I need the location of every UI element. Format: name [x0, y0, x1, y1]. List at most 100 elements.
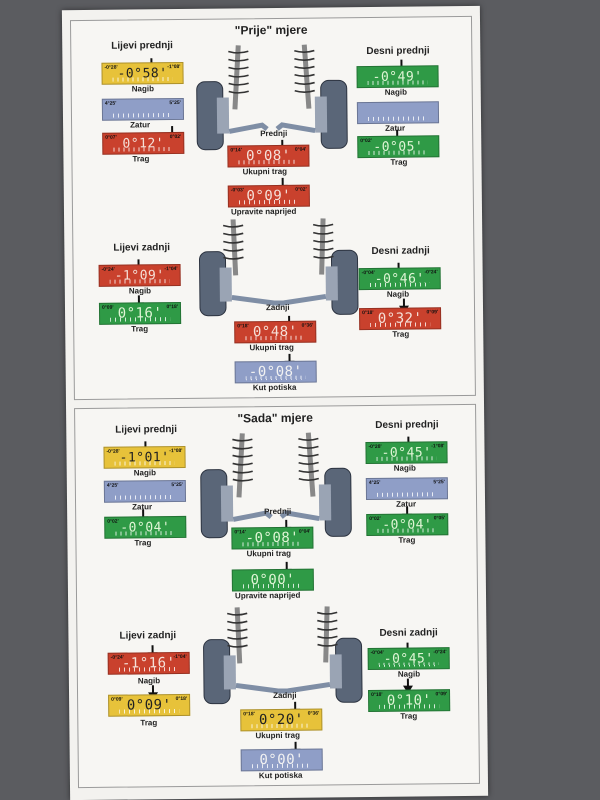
gauge-ticks — [112, 77, 173, 82]
front-left-label: Lijevi prednji — [111, 40, 173, 52]
gauge-ticks — [114, 495, 176, 500]
right-wheel-icon — [329, 637, 363, 703]
after-measurements-panel: "Sada" mjere Lijevi prednji — [74, 403, 480, 789]
front-right-camber-gauge: -0°28' -1°08' -0°45' — [365, 441, 448, 465]
camber-label: Nagib — [131, 84, 154, 94]
camber-label: Nagib — [393, 463, 416, 473]
gauge-ticks — [368, 150, 429, 156]
rear-left-toe-gauge: 0°09' 0°18' 0°09' — [108, 693, 191, 717]
left-control-arm-icon — [232, 510, 273, 522]
range-max: 5°25' — [171, 481, 183, 489]
gauge-ticks — [112, 113, 174, 118]
left-coil-spring-icon — [226, 607, 248, 664]
gauge-ticks — [368, 116, 429, 122]
rear-left-camber-gauge: -0°24' -1°04' -1°09' — [98, 263, 181, 287]
toe-label: Trag — [398, 535, 416, 545]
right-wheel-icon — [325, 249, 359, 315]
gauge-ticks — [238, 199, 299, 205]
total-toe-label: Ukupni trag — [246, 548, 292, 559]
left-coil-spring-icon — [232, 433, 254, 498]
camber-label: Nagib — [137, 676, 161, 686]
camber-label: Nagib — [128, 286, 152, 296]
front-right-toe-gauge: 0°02' 0°05' -0°04' — [366, 513, 449, 537]
front-left-camber-gauge: -0°28' -1°08' -0°58' — [101, 61, 184, 85]
toe-label: Trag — [140, 718, 158, 728]
gauge-value — [358, 105, 438, 106]
front-left-caster-gauge: 4°25' 5°25' — [103, 479, 187, 503]
front-total-toe-gauge: 0°14' 0°04' -0°08' — [231, 526, 314, 550]
gauge-ticks — [378, 662, 439, 667]
front-right-caster-gauge — [356, 101, 440, 125]
steer-ahead-gauge: -0°03' 0°02' 0°09' — [227, 184, 310, 208]
left-coil-spring-icon — [228, 45, 249, 110]
gauge-ticks — [370, 322, 431, 327]
toe-label: Trag — [392, 329, 410, 339]
thrust-angle-gauge: -0°08' — [234, 360, 317, 384]
steer-ahead-gauge: 0°00' — [231, 568, 314, 592]
front-left-toe-gauge: 0°07' 0°02' 0°12' — [102, 131, 185, 155]
rear-right-camber-gauge: -0°04' -0°24' -0°46' — [358, 267, 441, 291]
front-total-toe-gauge: 0°14' 0°04' 0°08' — [227, 144, 310, 168]
before-measurements-panel: "Prije" mjere Lijevi prednji — [69, 15, 476, 401]
rear-left-camber-gauge: -0°24' -1°04' -1°16' — [107, 651, 190, 675]
rear-left-toe-gauge: 0°09' 0°18' 0°16' — [98, 301, 182, 325]
rear-total-toe-gauge: 0°18' 0°36' 0°20' — [240, 708, 323, 732]
rear-axle-label: Zadnji — [265, 302, 290, 313]
gauge-ticks — [119, 709, 180, 714]
rear-right-camber-gauge: -0°04' -0°24' -0°45' — [367, 647, 450, 671]
rear-axle-label: Zadnji — [273, 690, 297, 701]
gauge-ticks — [113, 147, 174, 152]
camber-label: Nagib — [384, 87, 408, 97]
front-left-label: Lijevi prednji — [115, 424, 178, 436]
rear-total-toe-gauge: 0°18' 0°36' 0°48' — [234, 320, 317, 344]
range-max: 5°25' — [169, 99, 181, 107]
gauge-ticks — [379, 704, 440, 709]
right-wheel-icon — [318, 467, 352, 537]
total-toe-label: Ukupni trag — [255, 730, 300, 741]
front-left-toe-gauge: 0°02' -0°04' — [104, 515, 187, 539]
gauge-ticks — [109, 279, 170, 284]
gauge-ticks — [118, 667, 179, 672]
gauge-ticks — [242, 541, 303, 547]
caster-label: Zatur — [385, 123, 406, 133]
toe-label: Trag — [131, 324, 149, 334]
camber-label: Nagib — [386, 289, 410, 299]
thrust-label: Kut potiska — [252, 382, 297, 393]
front-axle-label: Prednji — [264, 506, 292, 517]
rear-left-label: Lijevi zadnji — [113, 242, 171, 254]
left-coil-spring-icon — [222, 219, 244, 276]
alignment-printout: "Prije" mjere Lijevi prednji — [61, 5, 489, 800]
range-min: 4°25' — [106, 482, 119, 489]
right-wheel-icon — [314, 79, 348, 149]
range-min: 4°25' — [104, 100, 117, 107]
camber-label: Nagib — [397, 669, 421, 679]
gauge-ticks — [251, 723, 312, 729]
total-toe-label: Ukupni trag — [242, 166, 288, 177]
range-max: 5°25' — [433, 479, 445, 486]
rear-suspension-illustration — [203, 606, 363, 705]
left-wheel-icon — [196, 81, 230, 151]
gauge-ticks — [245, 375, 306, 381]
front-axle-label: Prednji — [260, 128, 288, 139]
gauge-ticks — [376, 492, 437, 497]
gauge-ticks — [114, 461, 175, 466]
right-control-arm-icon — [279, 510, 320, 522]
panel-title: "Prije" mjere — [234, 22, 308, 38]
rear-left-label: Lijevi zadnji — [119, 630, 177, 642]
gauge-ticks — [242, 583, 303, 589]
front-right-caster-gauge: 4°25' 5°25' — [365, 477, 449, 501]
caster-label: Zatur — [130, 120, 151, 130]
rear-right-label: Desni zadnji — [371, 245, 430, 257]
front-left-camber-gauge: -0°28' -1°08' -1°01' — [103, 445, 186, 469]
thrust-label: Kut potiska — [258, 770, 303, 781]
rear-right-label: Desni zadnji — [379, 627, 438, 639]
front-suspension-illustration — [196, 44, 348, 151]
front-left-caster-gauge: 4°25' 5°25' — [101, 97, 185, 121]
toe-label: Trag — [134, 538, 152, 548]
right-coil-spring-icon — [294, 44, 315, 109]
rear-right-toe-gauge: 0°18' 0°09' 0°10' — [368, 689, 451, 713]
front-suspension-illustration — [200, 432, 352, 539]
rear-axle-icon — [235, 681, 331, 694]
toe-label: Trag — [400, 711, 418, 721]
left-control-arm-icon — [228, 122, 269, 134]
